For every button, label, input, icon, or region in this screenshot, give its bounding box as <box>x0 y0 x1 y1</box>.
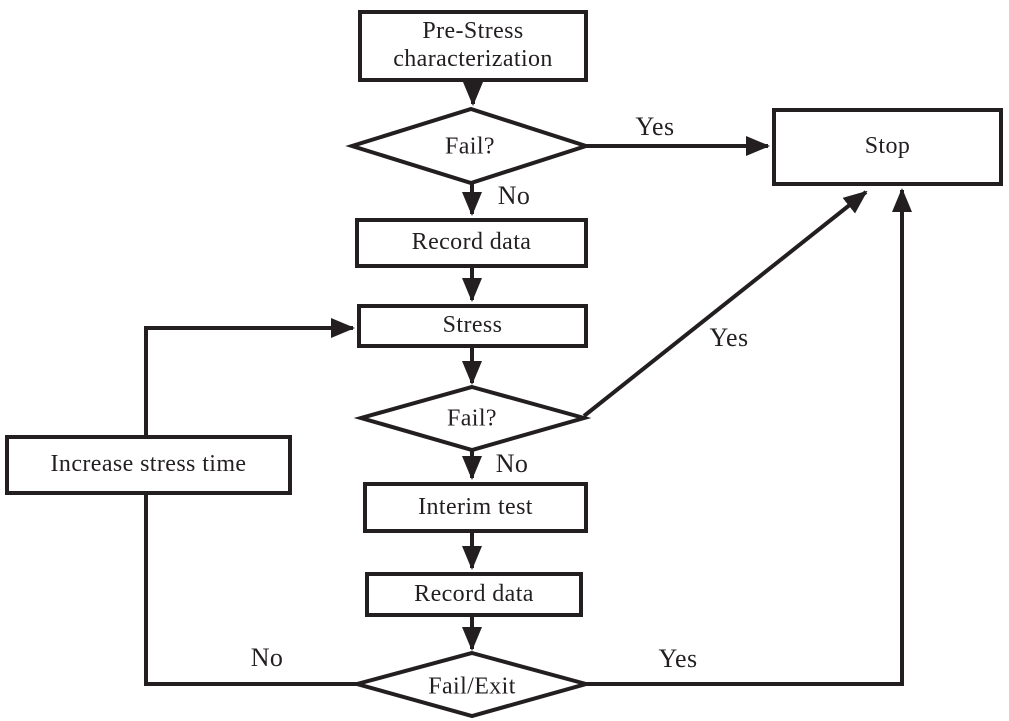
decision-diamond-fail-2 <box>353 384 592 453</box>
edge-label-fail2-yes: Yes <box>709 323 749 352</box>
edge-label-fail1-no: No <box>497 181 531 210</box>
node-label: Record data <box>411 229 532 256</box>
node-increase-stress-time: Increase stress time <box>5 435 292 495</box>
node-label: Stop <box>864 133 911 160</box>
node-label: Increase stress time <box>50 451 247 478</box>
node-stop: Stop <box>772 108 1003 186</box>
edge-fail2-stop <box>582 190 868 418</box>
edge-label-failexit-no: No <box>250 643 284 672</box>
edge-failexit-stress-loop <box>144 318 357 686</box>
node-pre-stress-characterization: Pre-Stress characterization <box>358 10 588 82</box>
diamond-label-fail-exit: Fail/Exit <box>428 673 516 700</box>
edge-label-fail2-no: No <box>495 449 529 478</box>
node-label: Interim test <box>418 493 533 520</box>
node-label: Pre-Stress characterization <box>393 18 553 72</box>
node-interim-test: Interim test <box>363 482 588 533</box>
edge-label-failexit-yes: Yes <box>658 644 698 673</box>
node-record-data-1: Record data <box>355 218 588 268</box>
node-stress: Stress <box>357 304 588 348</box>
node-record-data-2: Record data <box>365 572 583 617</box>
diamond-label-fail-2: Fail? <box>447 405 497 432</box>
diamond-label-fail-1: Fail? <box>445 133 495 160</box>
edge-label-fail1-yes: Yes <box>635 112 675 141</box>
node-label: Record data <box>414 580 534 607</box>
decision-diamond-fail-exit <box>349 650 594 719</box>
decision-diamond-fail-1 <box>345 106 593 186</box>
edge-failexit-stop <box>586 188 912 686</box>
node-label: Stress <box>442 312 503 339</box>
